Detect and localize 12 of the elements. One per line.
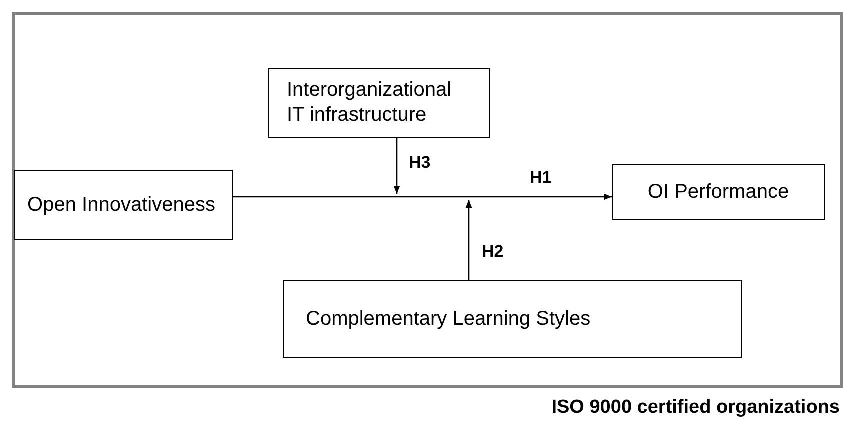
process-box: [14, 170, 233, 240]
node-label: Complementary Learning Styles: [306, 306, 591, 332]
process-box: [283, 280, 742, 358]
node-label: ISO 9000 certified organizations: [552, 397, 840, 419]
arrow: [466, 200, 472, 280]
process-box: [268, 68, 490, 138]
node-label: Open Innovativeness: [28, 192, 216, 218]
arrow: [233, 194, 612, 200]
node-label: OI Performance: [648, 180, 790, 204]
process-box: [612, 164, 825, 220]
arrow: [394, 138, 400, 194]
node-label: Interorganizational IT infrastructure: [287, 78, 453, 128]
